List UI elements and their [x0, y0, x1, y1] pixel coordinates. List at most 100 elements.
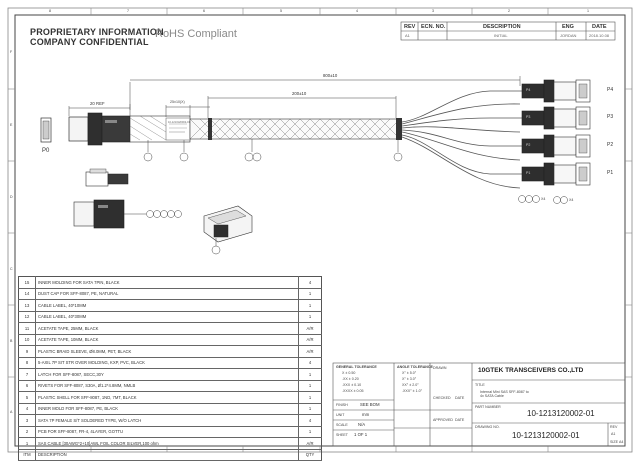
- checked-label: CHECKED: [433, 396, 451, 400]
- cable-label-text: 10-1213120002-01: [168, 121, 190, 124]
- size-value: A4: [619, 440, 624, 444]
- drawing-number-label: DRAWING NO.: [475, 425, 500, 429]
- general-tolerance-1: .XX ± 0.20: [342, 377, 359, 381]
- bom-description: DUST CAP FOR SFF-8087, PE, NATURAL: [35, 288, 299, 300]
- dim-mid: 200±10: [292, 91, 307, 96]
- title-label: TITLE: [475, 383, 485, 387]
- balloon-callouts: [143, 139, 568, 255]
- rev-date: 2018.10.08: [589, 33, 610, 38]
- proprietary-line-2: COMPANY CONFIDENTIAL: [30, 37, 149, 47]
- proprietary-line-1: PROPRIETARY INFORMATION: [30, 27, 164, 37]
- bom-item-number: 15: [18, 276, 36, 289]
- zone-row-a: A: [10, 410, 13, 414]
- unit-value: mm: [362, 412, 370, 417]
- size-label: SIZE: [610, 440, 618, 444]
- bom-description: ACETATE TAPE, 25MM, BLACK: [35, 322, 299, 335]
- bom-item-number: 2: [18, 426, 36, 438]
- finish-value: SEE BOM: [360, 402, 380, 407]
- callout-x4-a: X4: [541, 197, 546, 201]
- date-col-header: DATE: [592, 24, 607, 30]
- bom-item-number: 1: [18, 437, 36, 450]
- bom-quantity: 1: [298, 403, 322, 415]
- bom-quantity: A/R: [298, 437, 322, 450]
- zone-col-4: 4: [356, 9, 358, 13]
- rev-value-tb: A1: [611, 432, 616, 436]
- zone-row-b: B: [10, 339, 13, 343]
- company-name: 10GTEK TRANSCEIVERS CO.,LTD: [478, 367, 584, 374]
- rev-col-header: REV: [404, 24, 416, 30]
- bom-quantity: A/R: [298, 345, 322, 358]
- eng-col-header: ENG: [562, 24, 574, 30]
- bom-description: CABLE LABEL, 40*10MM: [35, 299, 299, 312]
- bom-item-number: 9: [18, 345, 36, 358]
- cable-assembly: [40, 76, 591, 255]
- sata-label-p4: P4: [526, 88, 531, 92]
- checked-date-label: DATE: [455, 396, 465, 400]
- bom-description: PLASTIC SHELL FOR SFF-8087, 1ND, 7MT, BL…: [35, 391, 299, 404]
- bom-item-number: 12: [18, 311, 36, 323]
- bom-description: SAS CABLE [30AWG*2+10]AWL FOIL COLOR SIL…: [35, 437, 299, 450]
- bom-item-number: 3: [18, 414, 36, 427]
- bom-item-number: 13: [18, 299, 36, 312]
- port-p2: P2: [607, 142, 614, 148]
- finish-label: FINISH: [336, 403, 348, 407]
- title-value: Internal Mini SAS SFF-8087 to 4x SATA Ca…: [480, 390, 529, 398]
- bom-quantity: 4: [298, 276, 322, 289]
- scale-label: SCALE: [336, 423, 348, 427]
- revision-table: [400, 21, 616, 41]
- title-block: [332, 362, 626, 447]
- general-tolerance-3: .XXXX ± 0.05: [342, 389, 364, 393]
- sata-label-p3: P3: [526, 115, 531, 119]
- bom-quantity: A/R: [298, 334, 322, 346]
- bom-quantity: 1: [298, 299, 322, 312]
- port-p3: P3: [607, 114, 614, 120]
- bom-item-number: ITM: [18, 449, 36, 461]
- port-p1: P1: [607, 170, 614, 176]
- rev-description: INITIAL: [494, 33, 508, 38]
- angle-tolerance-3: .XXX° ± 1.0°: [402, 389, 423, 393]
- bom-description: DESCRIPTION: [35, 449, 299, 461]
- sata-connectors: [521, 79, 591, 186]
- bom-quantity: A/R: [298, 322, 322, 335]
- general-tolerance-2: .XXX ± 0.10: [342, 383, 362, 387]
- zone-col-6: 6: [203, 9, 205, 13]
- bom-description: 5-AXIL 7P SIT STR OVER MOLDING, KXP, PVC…: [35, 357, 299, 369]
- angle-tolerance-title: ANGLE TOLERANCE: [397, 365, 433, 369]
- bom-quantity: QTY: [298, 449, 322, 461]
- bom-item-number: 8: [18, 357, 36, 369]
- bom-description: RIVETS FOR SFF-8087, S30A, Ø1.2*4.8MM, N…: [35, 380, 299, 392]
- bom-quantity: 1: [298, 391, 322, 404]
- zone-row-c: C: [10, 267, 13, 271]
- bom-quantity: 1: [298, 288, 322, 300]
- description-col-header: DESCRIPTION: [483, 24, 521, 30]
- part-number: 10-1213120002-01: [527, 409, 595, 418]
- sheet-value: 1 OF 1: [354, 432, 368, 437]
- bom-quantity: 1: [298, 426, 322, 438]
- angle-tolerance-1: X° ± 3.0°: [402, 377, 417, 381]
- bom-item-number: 4: [18, 403, 36, 415]
- sata-label-p2: P2: [526, 143, 531, 147]
- bom-quantity: 1: [298, 311, 322, 323]
- bom-item-number: 6: [18, 380, 36, 392]
- bom-item-number: 7: [18, 368, 36, 381]
- bom-description: INNER MOLD FOR SFF-8087, PE, BLACK: [35, 403, 299, 415]
- angle-tolerance-2: XX° ± 2.0°: [402, 383, 419, 387]
- sata-label-p1: P1: [526, 171, 531, 175]
- rev-engineer: JORDAN: [560, 33, 577, 38]
- zone-col-8: 8: [49, 9, 51, 13]
- bom-quantity: 1: [298, 380, 322, 392]
- zone-row-d: D: [10, 195, 13, 199]
